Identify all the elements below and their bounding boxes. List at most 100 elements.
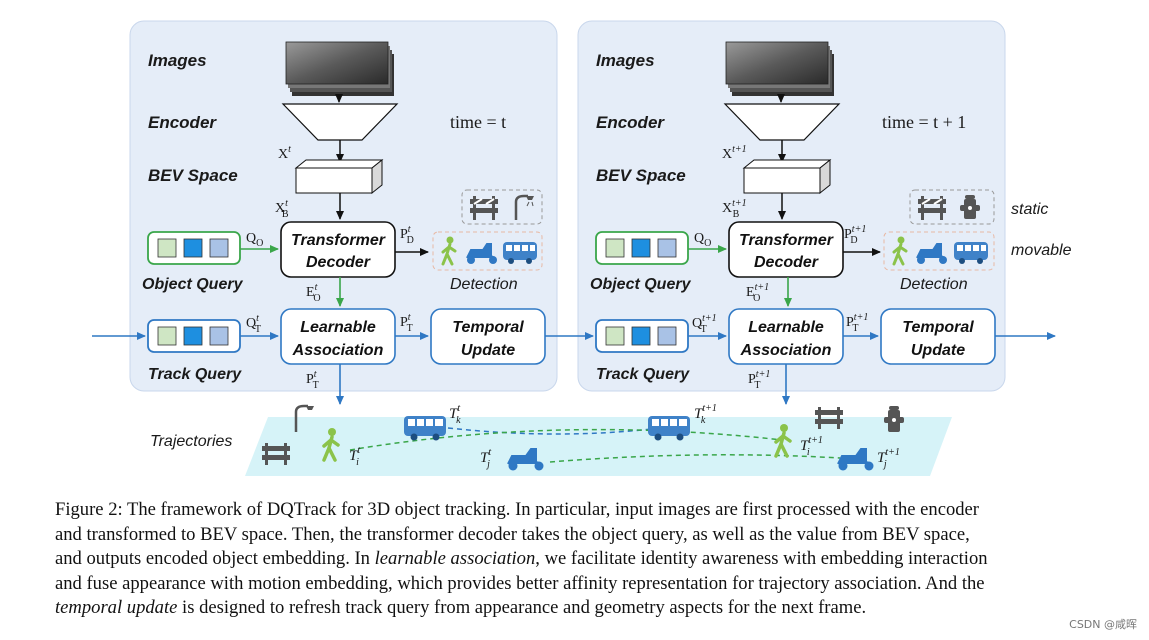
transformer-decoder-line1: Transformer — [739, 232, 834, 249]
temporal-update-line1: Temporal — [902, 319, 974, 336]
pedestrian-icon — [322, 428, 340, 462]
bev-space-label: BEV Space — [148, 166, 238, 185]
panel-background — [129, 20, 558, 392]
caption-text: and outputs encoded object embedding. In — [55, 548, 375, 570]
bus-icon — [404, 416, 446, 441]
learnable-association-line1: Learnable — [748, 319, 824, 336]
images-label: Images — [148, 51, 207, 70]
bus-icon — [648, 416, 690, 441]
track-query-label: Track Query — [596, 366, 690, 383]
trajectory-k-path — [447, 427, 661, 435]
trajectory-j-path — [549, 454, 841, 463]
encoder-trapezoid — [723, 103, 841, 141]
track-query-box — [595, 319, 689, 353]
bus-icon — [503, 242, 537, 264]
time-label: time = t + 1 — [882, 112, 966, 132]
scooter-icon — [507, 448, 544, 471]
x-feature-label: Xt+1 — [722, 144, 747, 162]
streetlight-icon — [294, 404, 314, 432]
bus-icon — [954, 242, 988, 264]
scooter-icon — [916, 243, 947, 264]
time-label: time = t — [450, 112, 506, 132]
watermark: CSDN @咸晖 — [1069, 618, 1137, 631]
caption-emphasis: temporal update — [55, 597, 178, 619]
panel-background — [577, 20, 1006, 392]
encoder-label: Encoder — [596, 113, 665, 132]
streetlight-icon — [514, 194, 534, 220]
temporal-update-line2: Update — [461, 342, 515, 359]
learnable-association-line1: Learnable — [300, 319, 376, 336]
legend-movable: movable — [1011, 242, 1072, 259]
x-feature-label: Xt — [278, 144, 291, 162]
track-query-box — [147, 319, 241, 353]
detection-label: Detection — [450, 276, 518, 293]
static-objects-box — [461, 189, 543, 225]
barrier-icon — [262, 443, 290, 465]
transformer-decoder-line2: Decoder — [306, 254, 371, 271]
static-objects-box — [909, 189, 995, 225]
caption-line-4: and fuse appearance with motion embeddin… — [55, 572, 985, 594]
caption-line-5: temporal update is designed to refresh t… — [55, 596, 1095, 621]
caption-line-3: and outputs encoded object embedding. In… — [55, 547, 1095, 572]
transformer-decoder-line2: Decoder — [754, 254, 819, 271]
fire-hydrant-icon — [884, 406, 904, 432]
trajectories-label: Trajectories — [150, 433, 232, 450]
caption-text: is designed to refresh track query from … — [177, 597, 867, 619]
caption-line-2: and transformed to BEV space. Then, the … — [55, 523, 970, 545]
learnable-association-line2: Association — [292, 342, 384, 359]
q-o-label: QO — [246, 231, 263, 249]
detection-label: Detection — [900, 276, 968, 293]
pedestrian-icon — [892, 236, 908, 266]
transformer-decoder-line1: Transformer — [291, 232, 386, 249]
pedestrian-icon — [774, 424, 792, 458]
temporal-update-line2: Update — [911, 342, 965, 359]
panel-time-t-plus-1: Images Encoder BEV Space time = t + 1 Xt… — [577, 20, 1006, 405]
track-query-label: Track Query — [148, 366, 242, 383]
bev-space-label: BEV Space — [596, 166, 686, 185]
scooter-icon — [837, 448, 874, 471]
trajectory-i-path — [349, 428, 783, 451]
transformer-decoder-box — [280, 221, 396, 278]
movable-objects-box — [432, 231, 543, 271]
object-query-label: Object Query — [142, 276, 244, 293]
object-query-box — [595, 231, 689, 265]
barrier-icon — [918, 196, 946, 220]
encoder-label: Encoder — [148, 113, 217, 132]
images-label: Images — [596, 51, 655, 70]
input-images-stack — [725, 41, 834, 96]
learnable-association-line2: Association — [740, 342, 832, 359]
caption-emphasis: learnable association — [374, 548, 536, 570]
barrier-icon — [470, 196, 498, 220]
figure-caption: Figure 2: The framework of DQTrack for 3… — [55, 498, 1095, 621]
object-query-label: Object Query — [590, 276, 692, 293]
pedestrian-icon — [441, 236, 457, 266]
fire-hydrant-icon — [960, 195, 980, 219]
temporal-update-line1: Temporal — [452, 319, 524, 336]
barrier-icon — [815, 407, 843, 429]
caption-line-1: Figure 2: The framework of DQTrack for 3… — [55, 499, 980, 520]
legend-static: static — [1011, 201, 1048, 218]
input-images-stack — [285, 41, 394, 96]
encoder-trapezoid — [281, 103, 399, 141]
transformer-decoder-box — [728, 221, 844, 278]
q-o-label: QO — [694, 231, 711, 249]
